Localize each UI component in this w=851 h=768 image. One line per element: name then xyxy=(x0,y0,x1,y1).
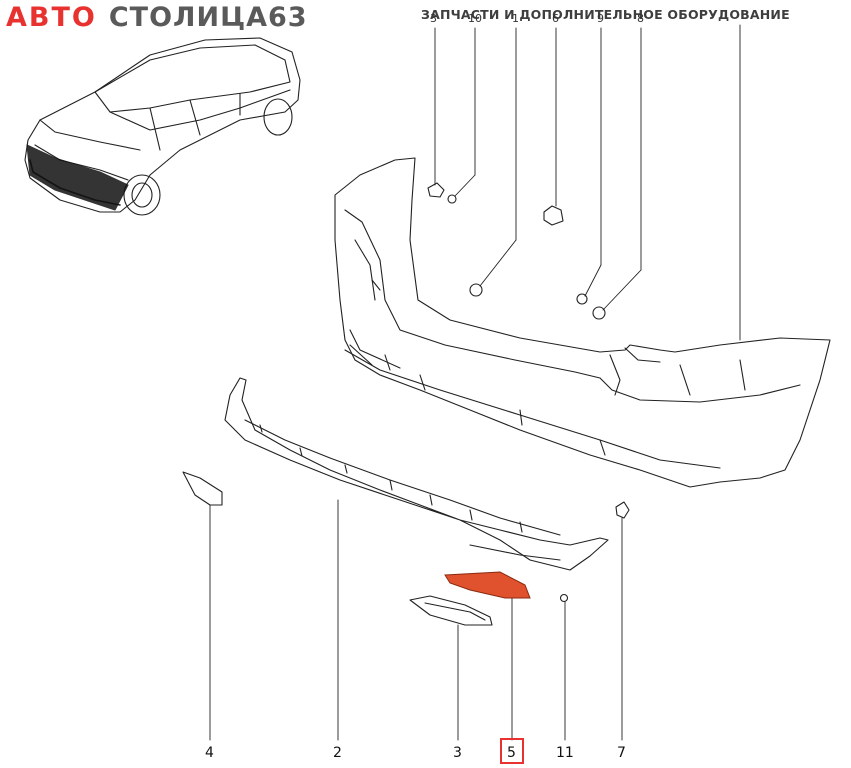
callout-bottom-3: 3 xyxy=(453,745,462,761)
callout-top-2: 10 xyxy=(468,12,482,25)
callout-bottom-2: 2 xyxy=(333,745,342,761)
lower-diffuser-part xyxy=(224,377,609,571)
brand-tagline: ЗАПЧАСТИ И ДОПОЛНИТЕЛЬНОЕ ОБОРУДОВАНИЕ xyxy=(421,7,790,22)
callout-bottom-1: 4 xyxy=(205,745,214,761)
highlighted-part-5 xyxy=(444,571,531,599)
brand-logo: АВТО СТОЛИЦА63 xyxy=(6,2,308,33)
callout-bottom-5: 11 xyxy=(556,745,574,761)
car-overview-illustration xyxy=(24,37,301,216)
brand-avto: АВТО xyxy=(6,2,97,33)
right-reflector-part xyxy=(409,595,493,626)
callout-top-1: 3 xyxy=(430,12,437,25)
callout-top-4: 6 xyxy=(552,12,559,25)
fasteners xyxy=(427,182,630,603)
callout-top-3: 1 xyxy=(512,12,519,25)
leader-lines xyxy=(209,24,741,741)
brand-stolica: СТОЛИЦА63 xyxy=(108,2,308,33)
left-reflector-part xyxy=(182,471,223,506)
callout-bottom-4: 5 xyxy=(507,745,516,761)
callout-top-5: 9 xyxy=(597,12,604,25)
callout-top-6: 8 xyxy=(637,12,644,25)
callout-bottom-6: 7 xyxy=(617,745,626,761)
rear-bumper-cover xyxy=(334,157,831,488)
highlight-box-part-5 xyxy=(500,738,524,764)
